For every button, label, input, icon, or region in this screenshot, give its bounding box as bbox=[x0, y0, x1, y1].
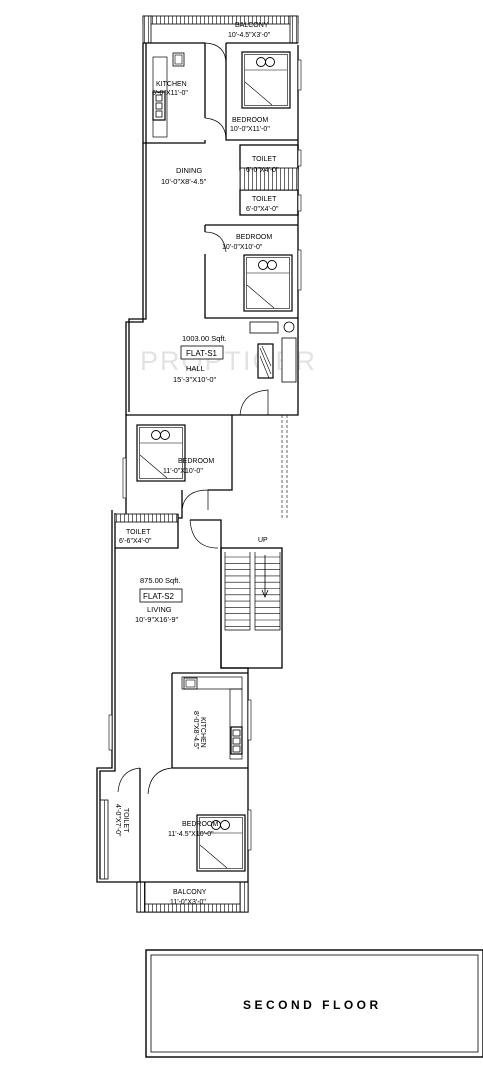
balcony-s2-name: BALCONY bbox=[173, 889, 207, 896]
flat-s1-label: FLAT-S1 bbox=[186, 349, 218, 358]
kitchen-s2-sink-icon bbox=[183, 677, 198, 690]
bedroom-top-dim: 10'-0"X11'-0" bbox=[230, 126, 270, 133]
kitchen-s2-name: KITCHEN bbox=[199, 717, 206, 748]
balcony-s2-dim: 11'-0"X3'-0" bbox=[170, 899, 206, 906]
toilet-1-dim: 6'-0"X4'-0" bbox=[246, 167, 279, 174]
sofa-side-icon bbox=[281, 337, 297, 383]
balcony-s1-name: BALCONY bbox=[235, 22, 269, 29]
bedroom-low-dim: 11'-0"X10'-0" bbox=[163, 468, 203, 475]
bedroom-s2-name: BEDROOM bbox=[182, 821, 218, 828]
flat-s1-outer-wall bbox=[125, 43, 299, 416]
living-name: LIVING bbox=[147, 605, 172, 614]
bedroom-s2-dim: 11'-4.5"X10'-0" bbox=[168, 831, 214, 838]
kitchen-s2-stove-icon bbox=[230, 726, 243, 755]
toilet-s2-dim: 6'-6"X4'-0" bbox=[119, 538, 152, 545]
bedroom-low: BEDROOM 11'-0"X10'-0" bbox=[122, 415, 233, 519]
bed-icon-top bbox=[241, 51, 291, 109]
bedroom-low-name: BEDROOM bbox=[178, 458, 214, 465]
stair-direction: UP bbox=[258, 537, 268, 544]
sofa-icon bbox=[249, 321, 279, 334]
hall-name: HALL bbox=[186, 364, 205, 373]
toilet-side-dim: 4'-0"X7'-0" bbox=[114, 804, 121, 837]
bedroom-mid-dim: 10'-0"X10'-0" bbox=[222, 244, 263, 251]
flat-s2-label: FLAT-S2 bbox=[143, 592, 175, 601]
balcony-s1-dim: 10'-4.5"X3'-0" bbox=[228, 32, 271, 39]
staircase: UP bbox=[220, 537, 283, 669]
bedroom-mid-name: BEDROOM bbox=[236, 234, 272, 241]
toilet-side-name: TOILET bbox=[122, 808, 129, 833]
flat-s1-area: 1003.00 Sqft. bbox=[182, 334, 227, 343]
hall-dim: 15'-3"X10'-0" bbox=[173, 375, 217, 384]
flat-s2-area: 875.00 Sqft. bbox=[140, 576, 180, 585]
toilet-2-name: TOILET bbox=[252, 196, 277, 203]
balcony-railing-top bbox=[142, 15, 299, 25]
toilet-1-name: TOILET bbox=[252, 156, 277, 163]
main-door-s1 bbox=[239, 389, 269, 416]
stair-up-arrow-icon bbox=[261, 555, 269, 599]
bed-icon-mid bbox=[243, 254, 293, 312]
kitchen-sink-icon bbox=[172, 52, 185, 67]
kitchen-s2-dim: 8'-0"X8'-4.5" bbox=[192, 711, 199, 750]
living-dim: 10'-9"X16'-9" bbox=[135, 615, 179, 624]
dining-dim: 10'-0"X8'-4.5" bbox=[161, 177, 207, 186]
flat-s1: KITCHEN 6'-0"X11'-0" BEDROOM 10'-0"X11'-… bbox=[125, 15, 302, 416]
bedroom-top-name: BEDROOM bbox=[232, 117, 268, 124]
flat-s2: TOILET 6'-6"X4'-0" 875.00 Sqft. FLAT-S2 … bbox=[96, 510, 252, 913]
kitchen-door-swing bbox=[204, 42, 227, 65]
window-bedroom-top bbox=[297, 59, 302, 91]
kitchen-s1-name: KITCHEN bbox=[156, 81, 187, 88]
title-block: SECOND FLOOR bbox=[145, 949, 483, 1058]
toilet-s2-name: TOILET bbox=[126, 529, 151, 536]
toilet-2-dim: 6'-0"X4'-0" bbox=[246, 206, 279, 213]
dining-name: DINING bbox=[176, 166, 202, 175]
kitchen-s1-dim: 6'-0"X11'-0" bbox=[152, 90, 188, 97]
floor-title: SECOND FLOOR bbox=[243, 998, 382, 1012]
